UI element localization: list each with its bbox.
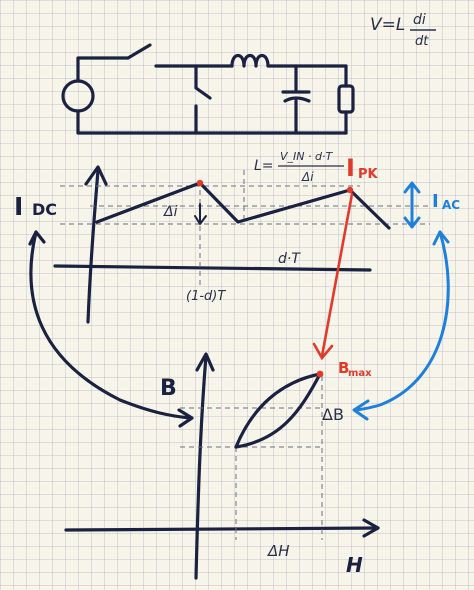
delta-b-label: ΔB bbox=[322, 405, 344, 424]
iac-double-arrow bbox=[403, 181, 421, 229]
delta-i-label: Δi bbox=[163, 204, 178, 220]
ipk-label: I bbox=[346, 154, 355, 182]
inductance-formula-lhs: L= bbox=[254, 158, 274, 174]
peak-marker-1 bbox=[196, 179, 204, 187]
inductance-formula: L= V_IN · d·T Δi bbox=[254, 150, 344, 184]
idc-label: I bbox=[14, 192, 23, 221]
switch-symbol bbox=[126, 43, 152, 60]
minor-hysteresis-loop bbox=[234, 372, 322, 449]
b-axis-label: B bbox=[160, 376, 177, 401]
bmax-label: B bbox=[338, 359, 349, 377]
idc-arrow-head-top bbox=[28, 230, 46, 246]
iac-label-sub: AC bbox=[442, 198, 460, 212]
peak-marker-2 bbox=[346, 186, 354, 194]
current-waveform-plot: Δi I DC d·T (1-d)T L= V_IN · d·T Δi I PK… bbox=[14, 150, 460, 324]
delta-i-arrow bbox=[194, 203, 207, 225]
h-axis-label: H bbox=[346, 553, 363, 577]
load-resistor-symbol bbox=[337, 84, 355, 114]
one-minus-d-t-label: (1-d)T bbox=[186, 289, 226, 304]
triangle-current-waveform bbox=[95, 181, 391, 230]
iac-label: I bbox=[432, 191, 439, 212]
b-axis bbox=[194, 354, 208, 580]
formula-lhs: V=L bbox=[370, 15, 405, 35]
bh-curve-plot: B H B max ΔB ΔH bbox=[64, 352, 380, 580]
h-axis bbox=[64, 526, 380, 532]
circuit-schematic bbox=[61, 43, 355, 135]
formula-v-ldi-dt: V=L di dt bbox=[370, 12, 436, 49]
source-top-wire bbox=[76, 56, 130, 83]
ipk-label-sub: PK bbox=[358, 167, 379, 182]
idc-to-b-arrow bbox=[29, 230, 194, 428]
delta-h-label: ΔH bbox=[267, 542, 290, 560]
current-y-axis bbox=[86, 168, 100, 324]
bmax-marker bbox=[316, 370, 324, 378]
bmax-label-sub: max bbox=[348, 368, 372, 379]
time-axis bbox=[53, 264, 372, 272]
iac-arrow-head-top bbox=[432, 230, 450, 246]
dt-label: d·T bbox=[278, 251, 301, 267]
inductance-formula-numerator: V_IN · d·T bbox=[280, 150, 333, 163]
current-y-axis-arrow bbox=[84, 165, 108, 186]
iac-to-delta-b-arrow bbox=[352, 230, 450, 421]
b-axis-arrow bbox=[195, 352, 215, 372]
dc-source-symbol bbox=[61, 79, 95, 113]
formula-numerator: di bbox=[413, 12, 426, 28]
inductor-symbol bbox=[230, 53, 348, 68]
h-axis-arrow bbox=[362, 518, 380, 538]
capacitor-symbol bbox=[281, 64, 311, 135]
inductance-formula-denominator: Δi bbox=[301, 170, 314, 184]
formula-denominator: dt bbox=[415, 34, 429, 49]
ipk-to-bmax-arrow bbox=[312, 192, 354, 361]
ground-return-wire bbox=[76, 109, 348, 135]
idc-label-sub: DC bbox=[32, 200, 57, 219]
diode-upper-leg bbox=[194, 64, 212, 100]
